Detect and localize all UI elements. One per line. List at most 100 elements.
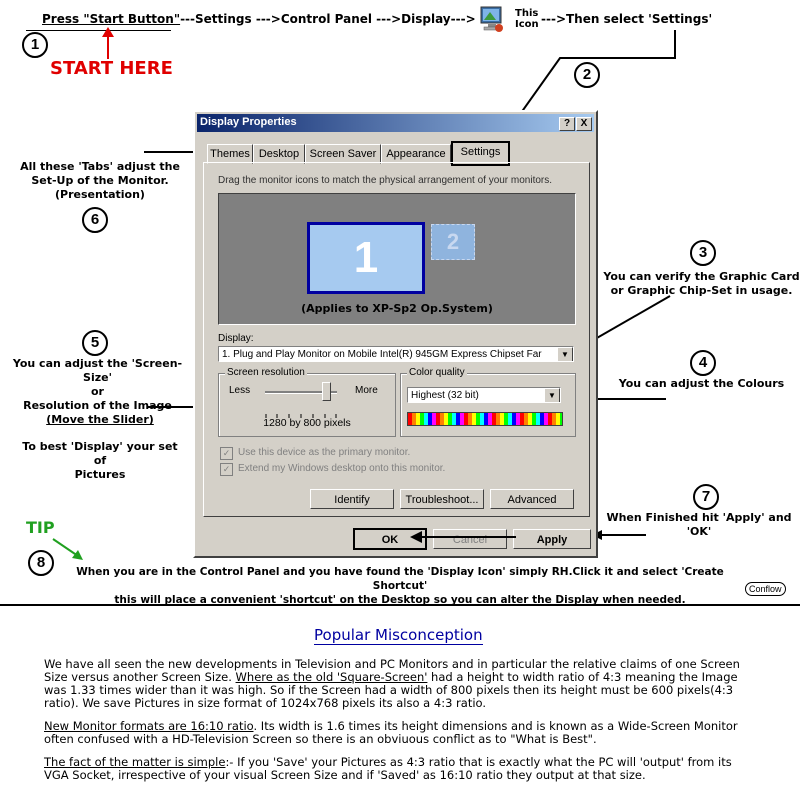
tab-themes[interactable]: Themes bbox=[207, 144, 253, 164]
identify-button[interactable]: Identify bbox=[310, 489, 394, 509]
slider-ticks bbox=[265, 405, 337, 418]
chevron-down-icon[interactable]: ▼ bbox=[544, 388, 560, 402]
press-start-text: Press "Start Button" bbox=[42, 12, 181, 26]
color-quality-value: Highest (32 bit) bbox=[411, 390, 479, 401]
tip-label: TIP bbox=[26, 518, 55, 537]
instruction-line: Press "Start Button"---Settings --->Cont… bbox=[42, 12, 476, 26]
size-annotation-line3: Resolution of the Image bbox=[23, 399, 172, 412]
graphic-annotation: You can verify the Graphic Card or Graph… bbox=[603, 270, 800, 298]
tab-appearance[interactable]: Appearance bbox=[381, 144, 451, 164]
resolution-slider-thumb[interactable] bbox=[322, 382, 332, 401]
p3-text: :- If you 'Save' your Pictures as 4:3 ra… bbox=[44, 755, 732, 782]
size-annotation: You can adjust the 'Screen-Size' or Reso… bbox=[0, 357, 195, 413]
finished-annotation: When Finished hit 'Apply' and 'OK' bbox=[606, 511, 792, 538]
step-3-marker: 3 bbox=[690, 240, 716, 266]
article-heading: Popular Misconception bbox=[314, 626, 483, 645]
color-quality-select[interactable]: Highest (32 bit) ▼ bbox=[407, 387, 561, 403]
separator bbox=[0, 604, 800, 606]
display-properties-dialog: Display Properties ? X Themes Desktop Sc… bbox=[193, 110, 598, 558]
apply-button[interactable]: Apply bbox=[513, 529, 591, 549]
applies-note: (Applies to XP-Sp2 Op.System) bbox=[301, 302, 493, 315]
monitor-1[interactable]: 1 bbox=[307, 222, 425, 294]
tip-arrow-icon bbox=[52, 538, 83, 560]
step-2-marker: 2 bbox=[574, 62, 600, 88]
step-8-marker: 8 bbox=[28, 550, 54, 576]
underline bbox=[26, 30, 171, 31]
step-5-marker: 5 bbox=[82, 330, 108, 356]
p3-underlined: The fact of the matter is simple bbox=[44, 755, 226, 769]
menu-path-text: ---Settings --->Control Panel --->Displa… bbox=[180, 12, 476, 26]
tabs-annotation-line3: (Presentation) bbox=[55, 188, 145, 201]
color-quality-group: Color quality Highest (32 bit) ▼ bbox=[400, 367, 576, 437]
p1-text-b: had a height to width ratio of 4:3 meani… bbox=[44, 670, 738, 710]
tabs-annotation-line1: All these 'Tabs' adjust the bbox=[20, 160, 180, 173]
best-annotation: To best 'Display' your set of Pictures bbox=[15, 440, 185, 482]
tab-screen-saver[interactable]: Screen Saver bbox=[305, 144, 381, 164]
chevron-down-icon[interactable]: ▼ bbox=[557, 347, 573, 361]
ok-arrow-icon bbox=[410, 531, 516, 543]
p2-text: . Its width is 1.6 times its height dime… bbox=[44, 719, 738, 746]
best-annotation-line2: of bbox=[93, 454, 107, 467]
tip-text-line2: this will place a convenient 'shortcut' … bbox=[114, 594, 686, 606]
color-quality-label: Color quality bbox=[407, 367, 467, 378]
resolution-slider-track[interactable] bbox=[265, 391, 337, 394]
best-annotation-line3: Pictures bbox=[74, 468, 126, 481]
best-annotation-line1: To best 'Display' your set bbox=[22, 440, 178, 453]
monitor-arrangement-area: 1 2 (Applies to XP-Sp2 Op.System) bbox=[218, 193, 576, 325]
primary-monitor-checkbox[interactable]: ✓ bbox=[220, 447, 233, 460]
monitor-2[interactable]: 2 bbox=[431, 224, 475, 260]
p1-text-a: We have all seen the new developments in… bbox=[44, 657, 740, 684]
this-icon-line1: This bbox=[515, 8, 539, 19]
start-here-label: START HERE bbox=[50, 58, 173, 79]
more-label: More bbox=[355, 385, 378, 396]
settings-panel: Drag the monitor icons to match the phys… bbox=[203, 162, 590, 517]
ok-button[interactable]: OK bbox=[353, 528, 427, 550]
dialog-titlebar[interactable]: Display Properties ? X bbox=[197, 114, 594, 132]
this-icon-line2: Icon bbox=[515, 19, 539, 30]
extend-desktop-checkbox[interactable]: ✓ bbox=[220, 463, 233, 476]
tabs-annotation: All these 'Tabs' adjust the Set-Up of th… bbox=[15, 160, 185, 202]
screen-resolution-group: Screen resolution Less More 1280 by 800 … bbox=[218, 367, 396, 437]
display-label: Display: bbox=[218, 333, 254, 344]
drag-hint: Drag the monitor icons to match the phys… bbox=[218, 175, 553, 186]
less-label: Less bbox=[229, 385, 251, 396]
color-spectrum-bar bbox=[407, 412, 563, 426]
display-select-value: 1. Plug and Play Monitor on Mobile Intel… bbox=[222, 349, 542, 360]
size-annotation-line1: You can adjust the 'Screen-Size' bbox=[12, 357, 183, 384]
tab-settings[interactable]: Settings bbox=[451, 141, 510, 166]
this-icon-label: This Icon bbox=[515, 8, 539, 30]
slider-annotation: (Move the Slider) bbox=[46, 413, 154, 426]
extend-desktop-label: Extend my Windows desktop onto this moni… bbox=[238, 463, 446, 474]
help-button[interactable]: ? bbox=[559, 117, 575, 131]
resolution-value: 1280 by 800 pixels bbox=[263, 417, 351, 429]
display-icon bbox=[478, 4, 506, 34]
p1-underlined: Where as the old 'Square-Screen' bbox=[235, 670, 428, 684]
tip-text-line1: When you are in the Control Panel and yo… bbox=[76, 566, 724, 592]
graphic-annotation-line2: or Graphic Chip-Set in usage. bbox=[610, 284, 793, 297]
conflow-badge: Conflow bbox=[745, 582, 786, 596]
size-annotation-line2: or bbox=[91, 385, 104, 398]
tab-desktop[interactable]: Desktop bbox=[253, 144, 305, 164]
step-6-marker: 6 bbox=[82, 207, 108, 233]
step-1-marker: 1 bbox=[22, 32, 48, 58]
dialog-title: Display Properties bbox=[200, 116, 297, 128]
screen-resolution-label: Screen resolution bbox=[225, 367, 307, 378]
apply-arrow-icon bbox=[592, 530, 646, 540]
close-button[interactable]: X bbox=[576, 117, 592, 131]
p2-underlined: New Monitor formats are 16:10 ratio bbox=[44, 719, 254, 733]
primary-monitor-label: Use this device as the primary monitor. bbox=[238, 447, 411, 458]
tabs-annotation-line2: Set-Up of the Monitor. bbox=[31, 174, 169, 187]
then-select-text: --->Then select 'Settings' bbox=[541, 12, 713, 26]
colours-annotation: You can adjust the Colours bbox=[618, 377, 785, 390]
article-paragraph-2: New Monitor formats are 16:10 ratio. Its… bbox=[44, 720, 760, 746]
graphic-annotation-line1: You can verify the Graphic Card bbox=[603, 270, 800, 283]
tip-text: When you are in the Control Panel and yo… bbox=[55, 565, 745, 607]
troubleshoot-button[interactable]: Troubleshoot... bbox=[400, 489, 484, 509]
article-paragraph-1: We have all seen the new developments in… bbox=[44, 658, 760, 710]
display-select[interactable]: 1. Plug and Play Monitor on Mobile Intel… bbox=[218, 346, 574, 362]
article-paragraph-3: The fact of the matter is simple:- If yo… bbox=[44, 756, 760, 782]
advanced-button[interactable]: Advanced bbox=[490, 489, 574, 509]
red-up-arrow-icon bbox=[102, 27, 114, 59]
step-4-marker: 4 bbox=[690, 350, 716, 376]
step-7-marker: 7 bbox=[693, 484, 719, 510]
